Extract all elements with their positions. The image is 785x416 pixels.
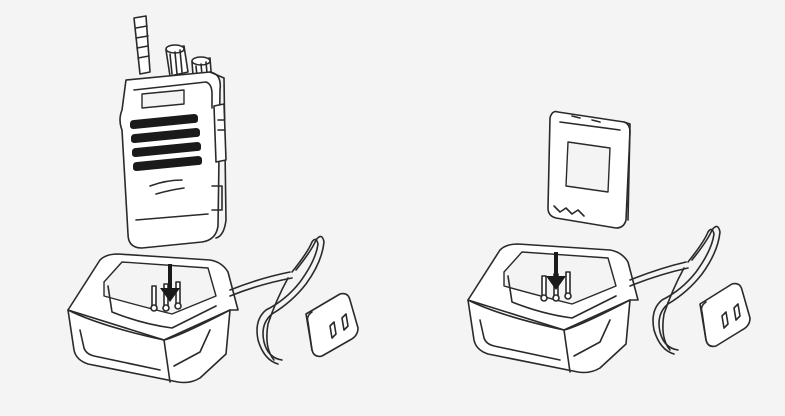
right-panel-battery-charging <box>460 100 760 400</box>
left-panel-radio-charging <box>60 10 370 406</box>
power-adapter-icon <box>630 226 750 354</box>
radio-icon <box>120 16 226 248</box>
charger-cradle-icon <box>468 244 638 373</box>
battery-pack-icon <box>548 112 630 228</box>
power-adapter-icon <box>230 236 358 364</box>
charger-cradle-icon <box>68 254 238 383</box>
